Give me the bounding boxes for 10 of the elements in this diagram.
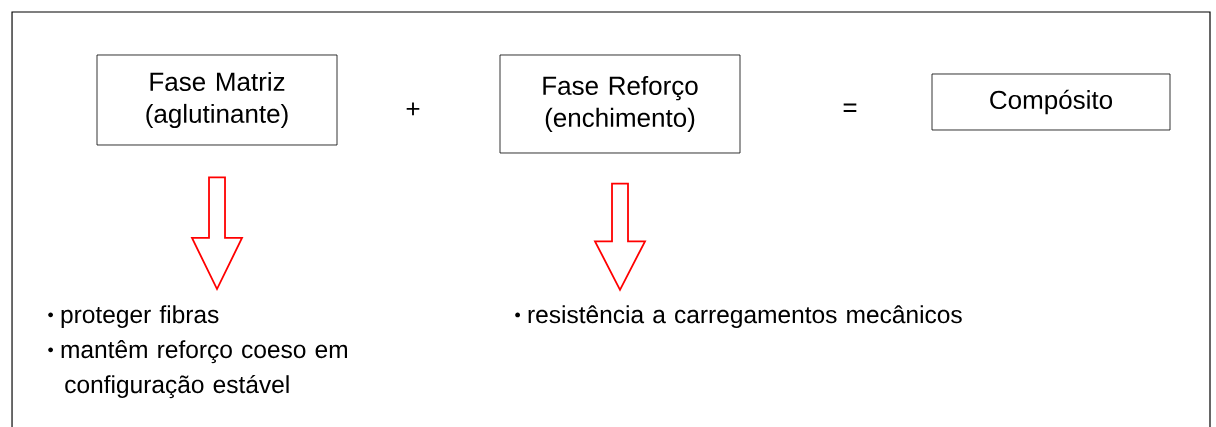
hollow-arrow [593,182,647,292]
operator-sign: + [406,102,420,116]
hollow-arrow [190,176,244,292]
operator-sign: = [843,103,857,112]
list-item: proteger fibras [61,305,219,329]
list-item: resistência a carregamentos mecânicos [528,305,962,329]
text-box: Fase Reforço (enchimento) [499,54,741,154]
list-item: mantêm reforço coeso em configuração estável [61,340,347,399]
text-box: Fase Matriz (aglutinante) [96,54,338,146]
text-box: Compósito [931,73,1171,131]
